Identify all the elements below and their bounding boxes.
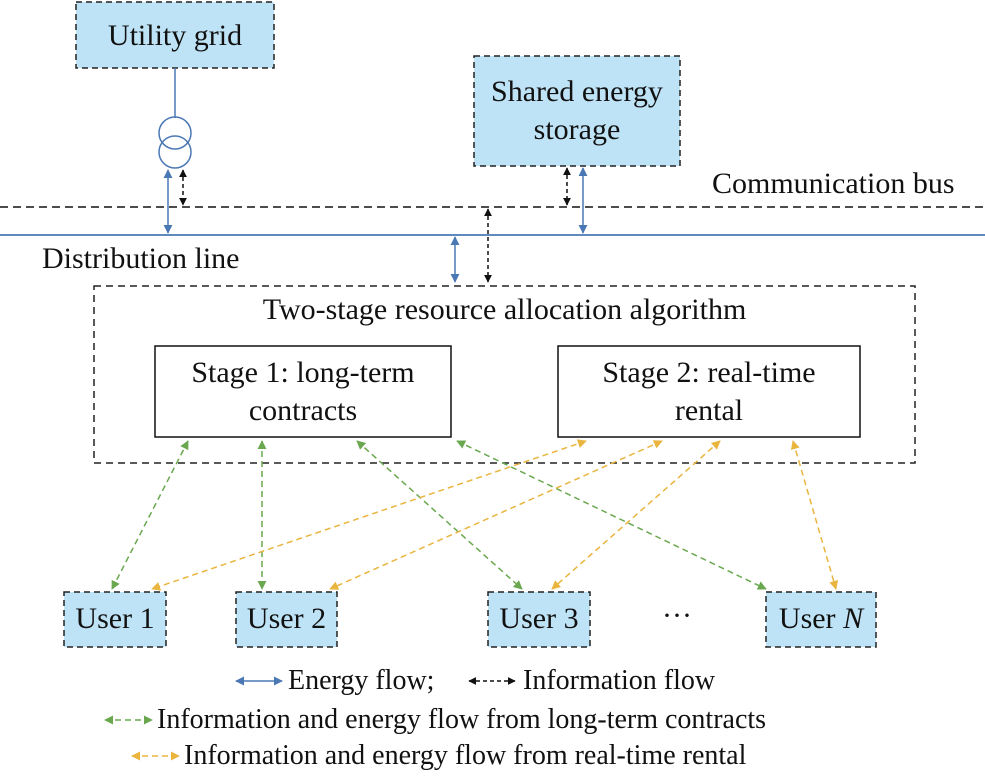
user-1-index: 1 xyxy=(139,602,155,635)
user-n-box xyxy=(765,591,877,648)
user-3-prefix: User xyxy=(499,602,557,635)
legend-long-term-label: Information and energy flow from long-te… xyxy=(157,704,767,735)
user-2-prefix: User xyxy=(246,602,304,635)
legend-energy-label: Energy flow; xyxy=(288,665,435,696)
utility-grid-box xyxy=(75,1,275,69)
user-ellipsis: ··· xyxy=(662,599,692,632)
user-1-box xyxy=(63,591,167,648)
transformer-icon-lower xyxy=(158,135,192,169)
real-time-flow-user3 xyxy=(551,440,721,590)
utility-grid-label: Utility grid xyxy=(107,19,243,52)
long-term-flow-user1 xyxy=(111,440,189,590)
user-3-index: 3 xyxy=(563,602,579,635)
user-n-index: N xyxy=(843,602,864,635)
user-1-label: User 1 xyxy=(64,601,166,637)
user-n-prefix: User xyxy=(778,602,836,635)
user-3-label: User 3 xyxy=(488,601,590,637)
real-time-flow-user1 xyxy=(151,439,587,591)
legend-real-time-label: Information and energy flow from real-ti… xyxy=(184,740,747,771)
stage1-label-line2: contracts xyxy=(248,394,358,427)
user-3-box xyxy=(487,591,591,648)
user-n-label: User N xyxy=(766,601,876,637)
user-1-prefix: User xyxy=(75,602,133,635)
user-2-label: User 2 xyxy=(236,601,337,637)
shared-energy-storage-box xyxy=(473,55,681,167)
stage2-label-line2: rental xyxy=(674,394,744,427)
user-2-box xyxy=(235,591,338,648)
algorithm-title: Two-stage resource allocation algorithm xyxy=(262,293,747,326)
stage1-box xyxy=(154,345,452,438)
communication-bus-label: Communication bus xyxy=(712,167,955,200)
real-time-flow-userN xyxy=(790,440,839,590)
shared-storage-label-line1: Shared energy xyxy=(491,75,663,108)
distribution-line-label: Distribution line xyxy=(42,242,240,275)
stage1-label-line1: Stage 1: long-term xyxy=(191,356,415,389)
stage2-box xyxy=(557,345,861,438)
user-2-index: 2 xyxy=(311,602,327,635)
stage2-label-line1: Stage 2: real-time xyxy=(602,356,816,389)
shared-storage-label-line2: storage xyxy=(533,113,621,146)
legend-information-label: Information flow xyxy=(523,665,716,696)
transformer-icon xyxy=(158,116,192,150)
